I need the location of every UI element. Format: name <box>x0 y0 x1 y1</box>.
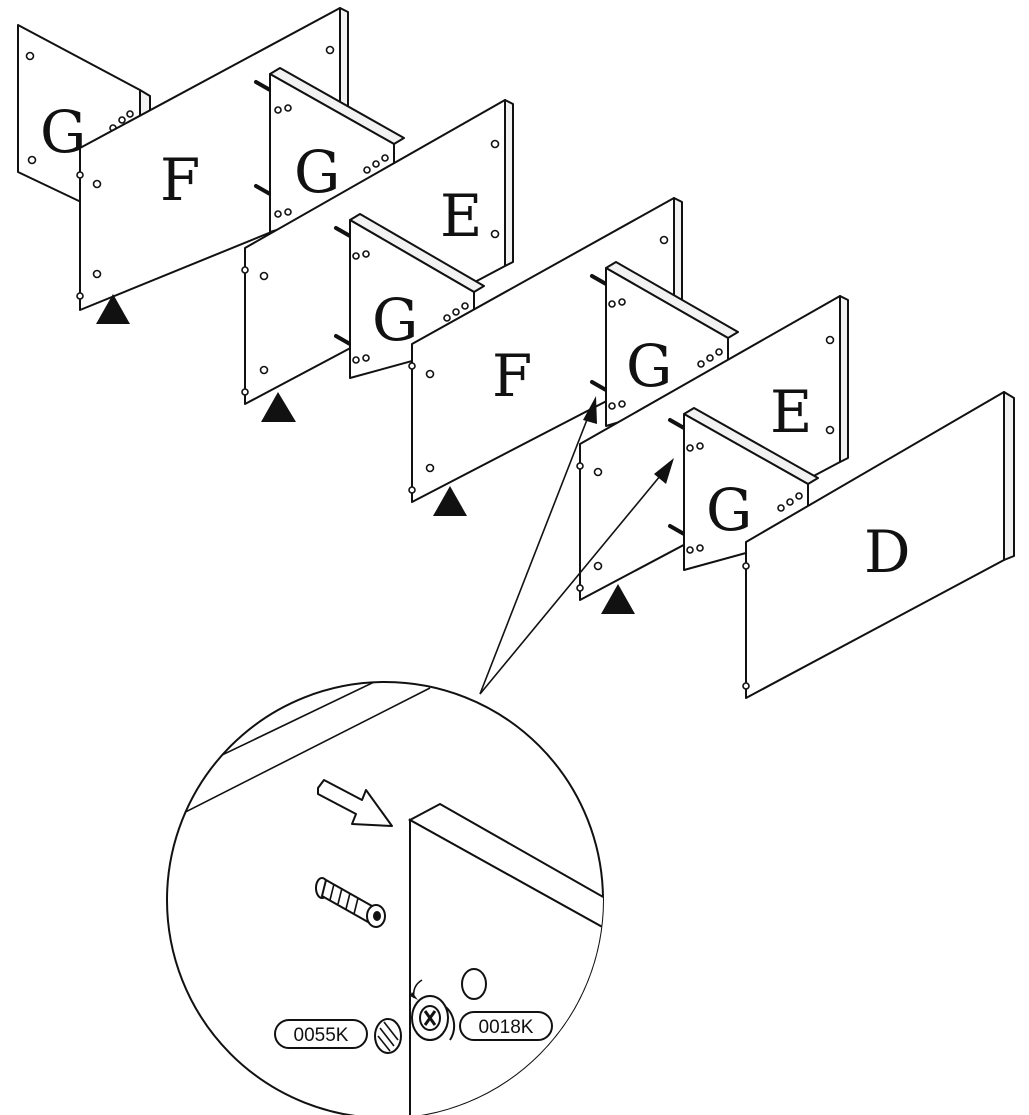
insert-direction-arrow-icon <box>317 779 393 827</box>
panel-g-2-label: G <box>294 138 340 206</box>
panel-e-2-label: E <box>770 378 812 446</box>
front-marker-4 <box>601 584 635 614</box>
front-marker-2 <box>261 392 296 422</box>
panel-g-2: G <box>254 67 405 233</box>
cam-lock-icon <box>410 979 456 1041</box>
detail-circle: 0055K 0018K <box>166 681 604 1115</box>
front-marker-1 <box>96 294 130 324</box>
dowel-hole-icon <box>461 968 487 1000</box>
detail-leader-lines <box>479 396 674 695</box>
panel-f-1-label: F <box>160 146 200 214</box>
cam-lock-code-tag: 0018K <box>459 1011 553 1041</box>
panel-d-label: D <box>864 518 911 586</box>
front-marker-3 <box>433 486 467 516</box>
panel-e-1-label: E <box>440 182 482 250</box>
cam-bolt-code-tag: 0055K <box>274 1019 368 1049</box>
panel-d: D <box>742 391 1015 699</box>
panel-g-5-label: G <box>706 476 752 544</box>
panel-g-4-label: G <box>626 332 672 400</box>
cam-bolt-code: 0055K <box>294 1025 349 1046</box>
hatched-hole-icon <box>374 1018 402 1054</box>
cam-bolt-icon <box>315 877 386 928</box>
cam-lock-code: 0018K <box>479 1017 534 1038</box>
panel-g-1-label: G <box>40 98 86 166</box>
panel-g-3-label: G <box>372 286 418 354</box>
panel-f-2-label: F <box>492 342 532 410</box>
